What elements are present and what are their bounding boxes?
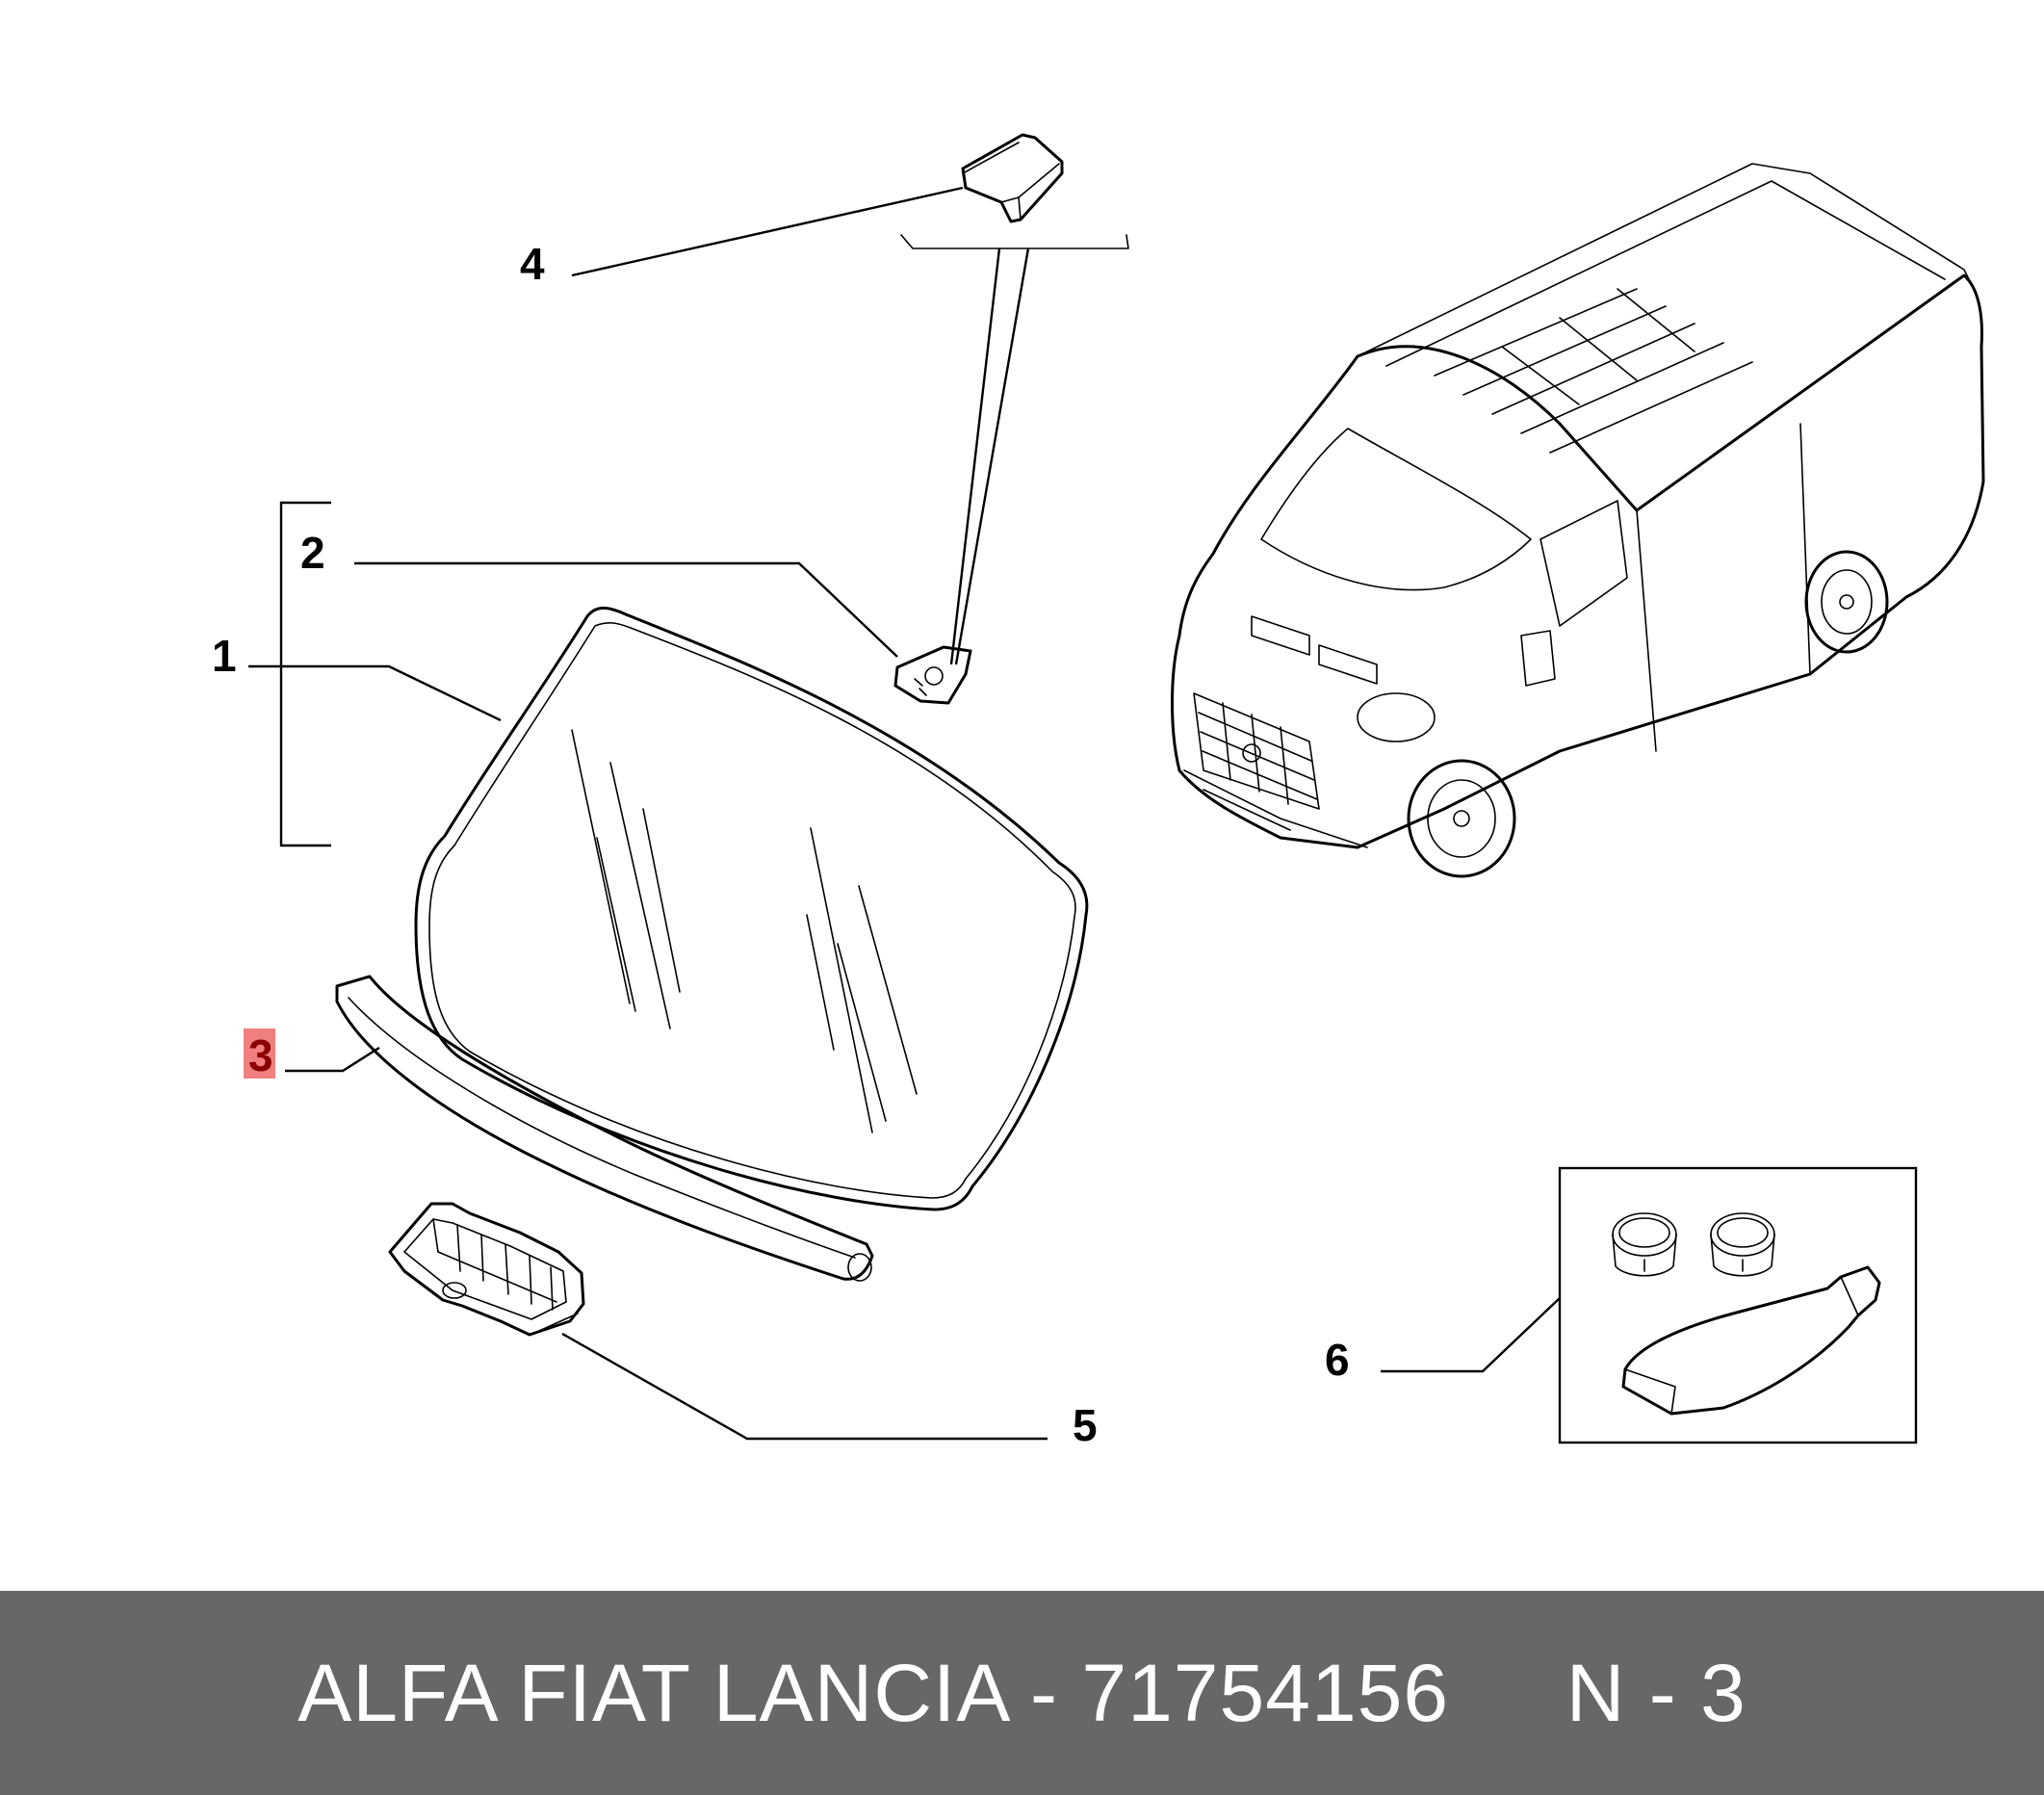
sensor-bracket-icon[interactable] [893, 645, 972, 705]
windscreen-glass-icon[interactable] [414, 607, 1089, 1211]
callout-1[interactable]: 1 [212, 631, 237, 681]
leader-1 [248, 664, 502, 722]
leader-3 [285, 1046, 380, 1073]
parts-diagram: 4 2 1 3 5 6 [212, 133, 1985, 1450]
group-bracket-1 [279, 501, 331, 847]
callout-2[interactable]: 2 [300, 528, 325, 578]
leader-2 [354, 561, 898, 658]
footer-bar: ALFA FIAT LANCIA - 71754156 N - 3 [0, 1591, 2044, 1795]
bracket-clip-icon[interactable] [388, 1202, 585, 1337]
mirror-mount-cover-icon[interactable] [961, 133, 1064, 223]
part-number-label: ALFA FIAT LANCIA - 71754156 N - 3 [298, 1647, 1746, 1738]
callout-5[interactable]: 5 [1073, 1400, 1098, 1450]
seal-strip-icon[interactable] [335, 975, 874, 1282]
van-icon [1171, 163, 1985, 878]
callout-6[interactable]: 6 [1325, 1335, 1350, 1385]
leader-4 [571, 186, 964, 277]
group-bracket-4 [900, 234, 1129, 249]
adhesive-kit-icon[interactable] [1558, 1166, 1918, 1444]
callout-3-highlight [244, 1028, 275, 1079]
callout-4[interactable]: 4 [520, 239, 545, 289]
leader-5 [561, 1332, 1048, 1441]
leader-6 [1381, 1297, 1561, 1373]
callout-3[interactable]: 3 [248, 1030, 273, 1080]
